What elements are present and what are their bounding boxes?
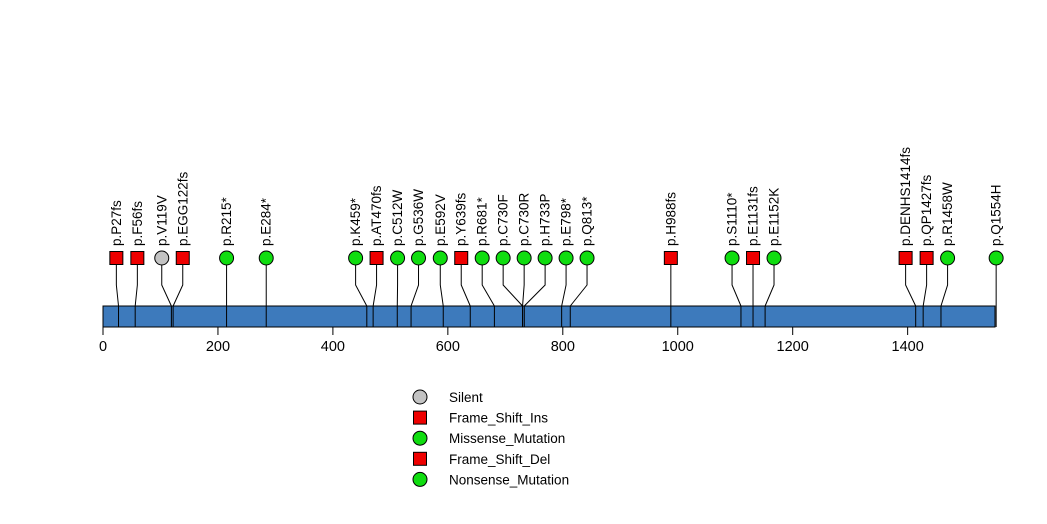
mutation-marker-circle xyxy=(724,250,740,266)
mutation-stem xyxy=(731,258,742,327)
mutation-marker-square xyxy=(369,251,384,265)
mutation-stem xyxy=(569,258,588,327)
mutation-label: p.Y639fs xyxy=(454,192,469,246)
mutation-label: p.H988fs xyxy=(663,192,678,246)
mutation-marker-circle xyxy=(766,250,782,266)
mutation-label: p.C730F xyxy=(496,194,511,246)
mutation-label: p.R1458W xyxy=(940,182,955,246)
mutation-marker-circle xyxy=(940,250,956,266)
mutation-label: p.R215* xyxy=(219,196,234,246)
mutation-stem xyxy=(481,258,495,327)
mutation-marker-circle xyxy=(348,250,364,266)
mutation-label: p.E798* xyxy=(559,197,574,246)
mutation-label: p.F56fs xyxy=(130,201,145,246)
mutation-stem xyxy=(439,258,444,327)
axis-tick-label: 1400 xyxy=(892,339,924,355)
axis-tick-label: 1200 xyxy=(777,339,809,355)
mutation-stem xyxy=(561,258,567,327)
axis-tick-label: 600 xyxy=(436,339,460,355)
mutation-marker-circle xyxy=(495,250,511,266)
legend-label: Missense_Mutation xyxy=(449,431,565,446)
legend-label: Nonsense_Mutation xyxy=(449,472,569,487)
mutation-marker-square xyxy=(130,251,145,265)
mutation-marker-square xyxy=(898,251,913,265)
legend-marker-circle xyxy=(412,430,428,446)
mutation-marker-circle xyxy=(516,250,532,266)
mutation-label: p.E1131fs xyxy=(746,186,761,246)
mutation-stem xyxy=(355,258,368,327)
legend-label: Frame_Shift_Ins xyxy=(449,411,548,426)
mutation-marker-circle xyxy=(432,250,448,266)
axis-tick-label: 1000 xyxy=(662,339,694,355)
mutation-marker-square xyxy=(175,251,190,265)
mutation-label: p.AT470fs xyxy=(369,185,384,246)
mutation-marker-circle xyxy=(474,250,490,266)
mutation-label: p.DENHS1414fs xyxy=(898,147,913,246)
mutation-label: p.Q813* xyxy=(580,196,595,246)
legend-marker-square xyxy=(413,410,427,425)
mutation-stem xyxy=(410,258,420,327)
mutation-marker-circle xyxy=(579,250,595,266)
mutation-stem xyxy=(372,258,378,327)
mutation-marker-square xyxy=(746,251,761,265)
mutation-stem xyxy=(460,258,471,327)
mutation-label: p.G536W xyxy=(411,189,426,246)
mutation-marker-square xyxy=(454,251,469,265)
mutation-stem xyxy=(134,258,138,327)
mutation-stem xyxy=(161,258,172,327)
mutation-label: p.S1110* xyxy=(725,192,740,246)
mutation-stem xyxy=(905,258,917,327)
legend-label: Silent xyxy=(449,390,483,405)
mutation-label: p.EGG122fs xyxy=(175,171,190,246)
mutation-stem xyxy=(172,258,184,327)
legend-label: Frame_Shift_Del xyxy=(449,452,550,467)
mutation-stem xyxy=(523,258,546,327)
mutation-label: p.P27fs xyxy=(109,200,124,246)
mutation-label: p.C512W xyxy=(390,189,405,246)
mutation-label: p.E1152K xyxy=(767,188,782,246)
mutation-marker-circle xyxy=(390,250,406,266)
mutation-marker-circle xyxy=(558,250,574,266)
axis-tick-label: 0 xyxy=(99,339,107,355)
mutation-label: p.E284* xyxy=(259,197,274,246)
axis-tick-label: 200 xyxy=(206,339,230,355)
mutation-label: p.Q1554H xyxy=(989,184,1004,246)
mutation-label: p.H733P xyxy=(538,193,553,246)
mutation-marker-square xyxy=(919,251,934,265)
mutation-marker-square xyxy=(663,251,678,265)
mutation-stem xyxy=(764,258,775,327)
mutation-marker-circle xyxy=(411,250,427,266)
legend-marker-circle xyxy=(412,389,428,405)
protein-bar xyxy=(102,305,996,328)
mutation-stem xyxy=(522,258,525,327)
mutation-label: p.K459* xyxy=(348,197,363,246)
mutation-marker-circle xyxy=(219,250,235,266)
mutation-label: p.R681* xyxy=(475,196,490,246)
mutation-marker-circle xyxy=(258,250,274,266)
mutation-marker-circle xyxy=(154,250,170,266)
axis-tick-label: 800 xyxy=(551,339,575,355)
mutation-stem xyxy=(940,258,949,327)
mutation-label: p.C730R xyxy=(517,192,532,246)
legend-marker-circle xyxy=(412,471,428,487)
mutation-label: p.QP1427fs xyxy=(919,174,934,246)
mutation-stem xyxy=(922,258,928,327)
mutation-label: p.V119V xyxy=(154,195,169,246)
axis-tick-label: 400 xyxy=(321,339,345,355)
mutation-label: p.E592V xyxy=(433,194,448,246)
mutation-marker-circle xyxy=(537,250,553,266)
mutation-marker-circle xyxy=(988,250,1004,266)
mutation-stem xyxy=(115,258,120,327)
legend-marker-square xyxy=(413,451,427,466)
mutation-marker-square xyxy=(109,251,124,265)
